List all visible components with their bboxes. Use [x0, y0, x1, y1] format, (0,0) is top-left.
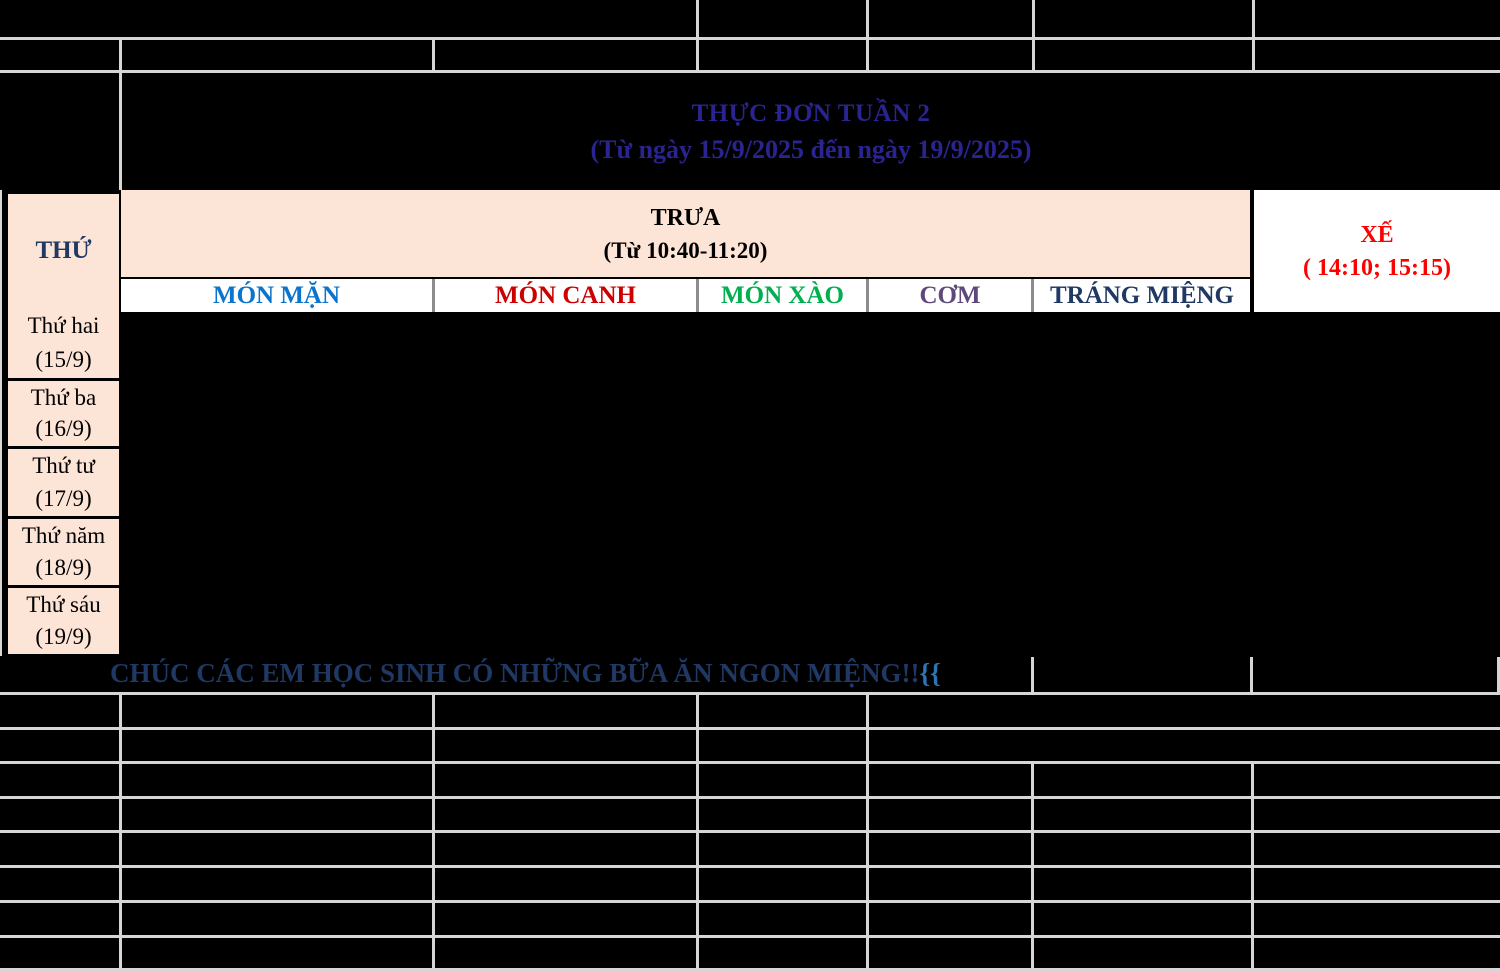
- footer-message: CHÚC CÁC EM HỌC SINH CÓ NHỮNG BỮA ĂN NGO…: [110, 655, 941, 692]
- afternoon-header-time: ( 14:10; 15:15): [1303, 254, 1451, 281]
- column-header-mon-man: MÓN MẶN: [121, 279, 432, 312]
- day-cell-tuesday: Thứ ba (16/9): [8, 381, 119, 446]
- table-right-border: [1497, 657, 1500, 692]
- afternoon-header-cell: XẾ ( 14:10; 15:15): [1254, 190, 1500, 312]
- subheader-divider: [1031, 279, 1034, 312]
- gridline-v: [1032, 0, 1035, 70]
- gridline-h: [0, 796, 1500, 799]
- gridline-h: [0, 865, 1500, 868]
- column-header-com: CƠM: [869, 279, 1031, 312]
- gridline-h: [0, 37, 1500, 40]
- gridline-h: [0, 830, 1500, 833]
- day-cell-friday: Thứ sáu (19/9): [8, 588, 119, 654]
- gridline-h: [0, 727, 1500, 730]
- gridline-v: [866, 0, 869, 70]
- gridline-h: [0, 935, 1500, 938]
- gridline-v: [119, 40, 122, 190]
- table-left-border: [0, 190, 2, 656]
- gridline-h: [0, 70, 1500, 73]
- gridline-h: [0, 692, 1500, 695]
- column-header-label: CƠM: [919, 281, 981, 309]
- lunch-header-time: (Từ 10:40-11:20): [603, 237, 768, 263]
- gridline-v: [696, 0, 699, 70]
- day-column-header-label: THỨ: [35, 237, 92, 264]
- day-name: Thứ năm: [21, 523, 106, 548]
- subheader-divider: [866, 279, 869, 312]
- day-date: (19/9): [35, 624, 92, 649]
- column-header-label: MÓN MẶN: [212, 281, 341, 309]
- subheader-divider: [696, 279, 699, 312]
- footer-message-suffix: {{: [919, 658, 941, 688]
- day-date: (15/9): [35, 346, 92, 372]
- column-header-mon-canh: MÓN CANH: [435, 279, 696, 312]
- lunch-header-label: TRƯA: [650, 204, 721, 231]
- footer-message-text: CHÚC CÁC EM HỌC SINH CÓ NHỮNG BỮA ĂN NGO…: [110, 658, 920, 688]
- day-date: (18/9): [35, 555, 92, 580]
- menu-title-block: THỰC ĐƠN TUẦN 2 (Từ ngày 15/9/2025 đến n…: [122, 73, 1500, 190]
- day-name: Thứ ba: [30, 384, 97, 410]
- menu-title: THỰC ĐƠN TUẦN 2: [691, 99, 931, 127]
- day-cell-wednesday: Thứ tư (17/9): [8, 449, 119, 516]
- column-header-label: MÓN CANH: [495, 281, 636, 309]
- lunch-header-cell: TRƯA (Từ 10:40-11:20): [121, 190, 1250, 277]
- column-header-trang-mieng: TRÁNG MIỆNG: [1034, 279, 1250, 312]
- gridline-h: [0, 761, 1500, 764]
- gridline-v: [1250, 657, 1253, 692]
- gridline-v: [432, 40, 435, 70]
- day-date: (16/9): [35, 416, 92, 442]
- day-name: Thứ hai: [27, 313, 100, 339]
- subheader-divider: [432, 279, 435, 312]
- column-header-label: TRÁNG MIỆNG: [1049, 281, 1235, 309]
- gridline-h: [0, 900, 1500, 903]
- day-date: (17/9): [35, 485, 92, 511]
- day-name: Thứ tư: [32, 453, 95, 479]
- gridline-v: [1031, 657, 1034, 692]
- column-header-mon-xao: MÓN XÀO: [699, 279, 866, 312]
- afternoon-header-label: XẾ: [1360, 221, 1394, 248]
- day-name: Thứ sáu: [26, 592, 101, 617]
- column-header-label: MÓN XÀO: [721, 281, 844, 309]
- day-column-header-cell: THỨ: [8, 194, 119, 308]
- day-cell-monday: Thứ hai (15/9): [8, 308, 119, 378]
- menu-date-range: (Từ ngày 15/9/2025 đến ngày 19/9/2025): [590, 134, 1032, 164]
- table-bottom-border: [0, 968, 1500, 972]
- gridline-v: [1252, 0, 1255, 70]
- day-cell-thursday: Thứ năm (18/9): [8, 519, 119, 585]
